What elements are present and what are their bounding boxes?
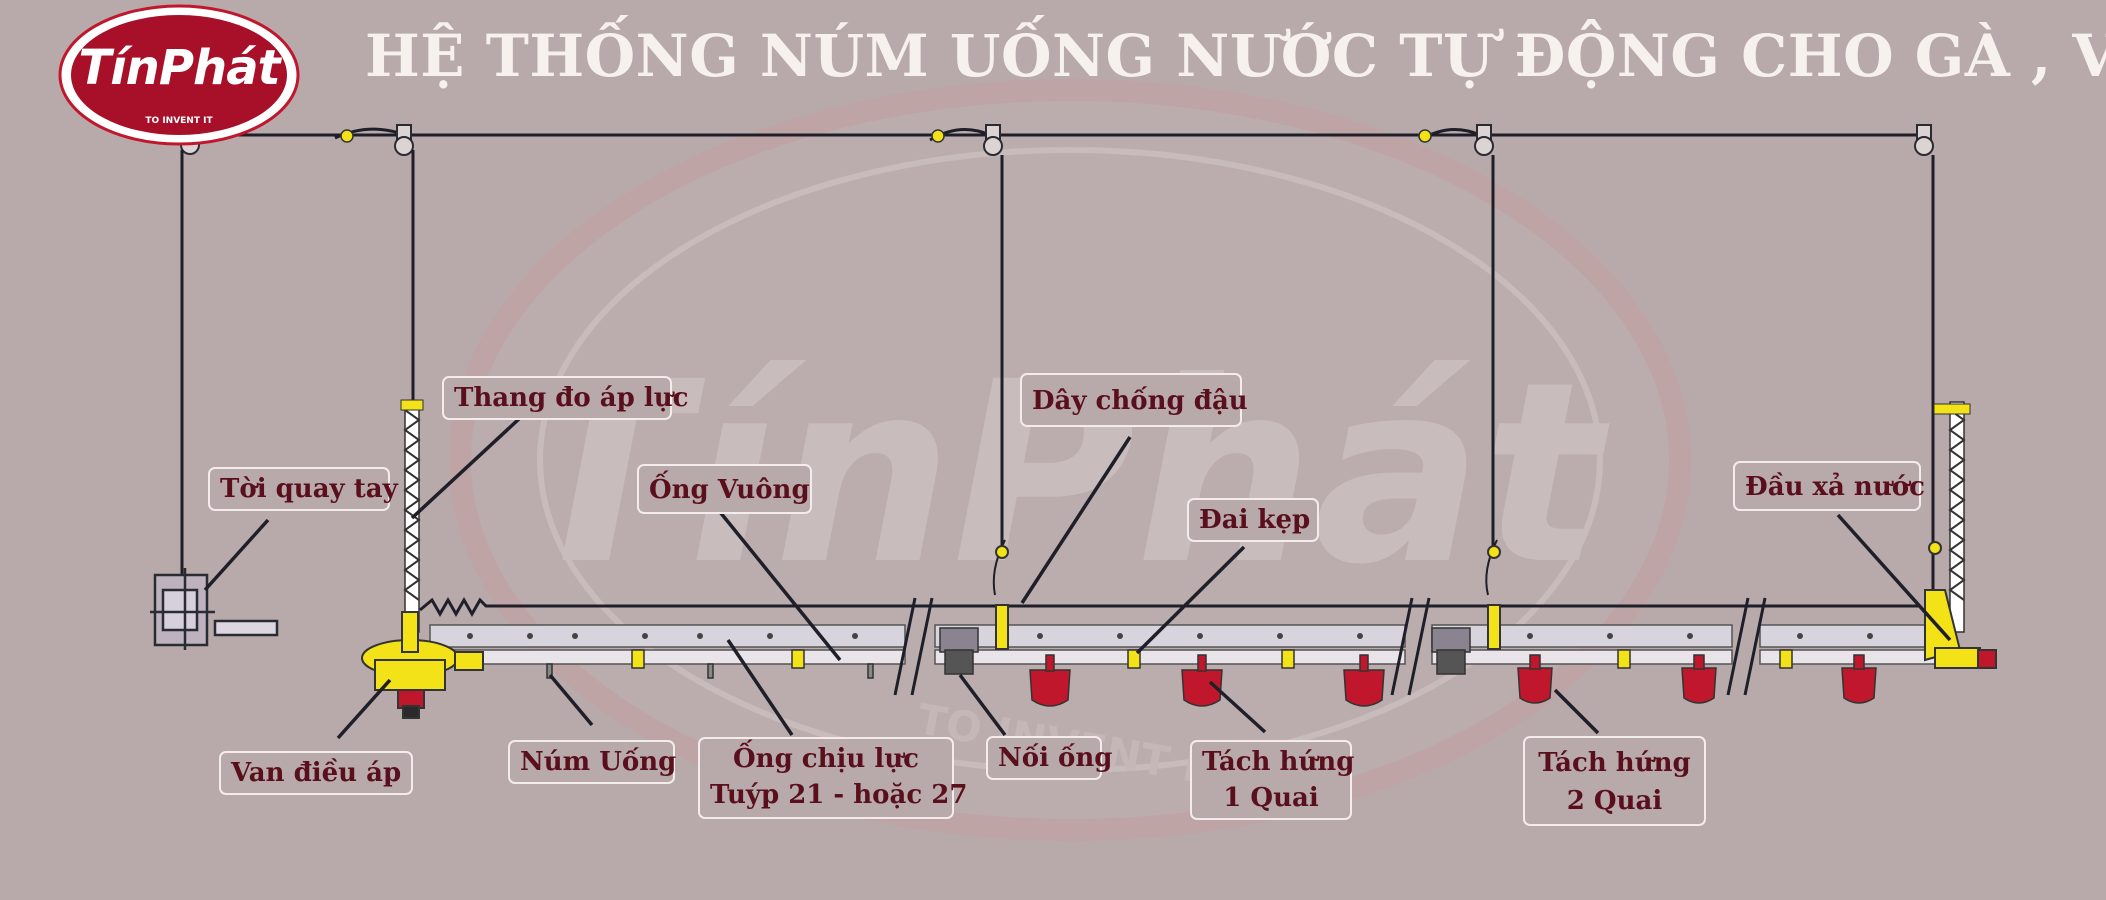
label-num-uong: Núm Uống xyxy=(508,740,676,784)
water-pipe xyxy=(429,649,1961,665)
label-tach-hung-1-line1: Tách hứng xyxy=(1202,747,1355,777)
tinphat-logo: TínPhát TO INVENT IT xyxy=(58,4,300,146)
drip-cups-1-handle xyxy=(1029,654,1385,707)
drip-cups-2-handle xyxy=(1517,654,1877,704)
square-pipe xyxy=(429,624,1931,648)
pipe-rivets xyxy=(467,633,1873,639)
label-dau-xa-nuoc: Đầu xả nước xyxy=(1733,461,1925,511)
label-tach-hung-1-line2: 1 Quai xyxy=(1223,783,1319,813)
pipe-break-marks xyxy=(893,597,1767,696)
hand-winch xyxy=(150,568,279,650)
anti-perch-posts xyxy=(992,539,1942,650)
watermark: TínPhát TO INVENT IT xyxy=(449,79,1691,841)
label-tach-hung-2-line2: 2 Quai xyxy=(1566,786,1663,816)
pulleys xyxy=(180,124,1934,156)
anti-perch-wire xyxy=(419,596,1920,618)
logo-brand: TínPhát xyxy=(78,40,280,96)
label-van-dieu-ap: Van điều áp xyxy=(219,751,413,795)
page-title: HỆ THỐNG NÚM UỐNG NƯỚC TỰ ĐỘNG CHO GÀ , … xyxy=(365,22,2106,90)
label-ong-chiu-luc: Ống chịu lực Tuýp 21 - hoặc 27 xyxy=(698,737,968,819)
label-day-chong-dau: Dây chống đậu xyxy=(1020,373,1248,427)
pressure-gauge-right xyxy=(1933,401,1971,633)
logo-tagline: TO INVENT IT xyxy=(145,116,213,126)
label-tach-hung-1-quai: Tách hứng 1 Quai xyxy=(1190,740,1355,820)
pipe-clamps xyxy=(631,649,1793,669)
cable-weights xyxy=(340,129,1432,143)
label-noi-ong: Nối ống xyxy=(986,736,1112,780)
label-tach-hung-2-line1: Tách hứng xyxy=(1538,748,1691,778)
end-flush-valve xyxy=(1924,589,1997,669)
label-ong-chiu-luc-line1: Ống chịu lực xyxy=(733,744,919,774)
pipe-connectors xyxy=(939,627,1471,675)
label-thang-do-ap-luc: Thang đo áp lực xyxy=(442,376,689,420)
drinking-nipples xyxy=(546,663,874,679)
label-toi-quay-tay: Tời quay tay xyxy=(208,467,398,511)
label-dai-kep: Đai kẹp xyxy=(1187,498,1319,542)
label-ong-vuong: Ống Vuông xyxy=(637,464,812,514)
label-tach-hung-2-quai: Tách hứng 2 Quai xyxy=(1523,736,1706,826)
logo-badge xyxy=(58,4,300,146)
leader-lines xyxy=(203,416,1952,740)
label-ong-chiu-luc-line2: Tuýp 21 - hoặc 27 xyxy=(710,780,968,810)
